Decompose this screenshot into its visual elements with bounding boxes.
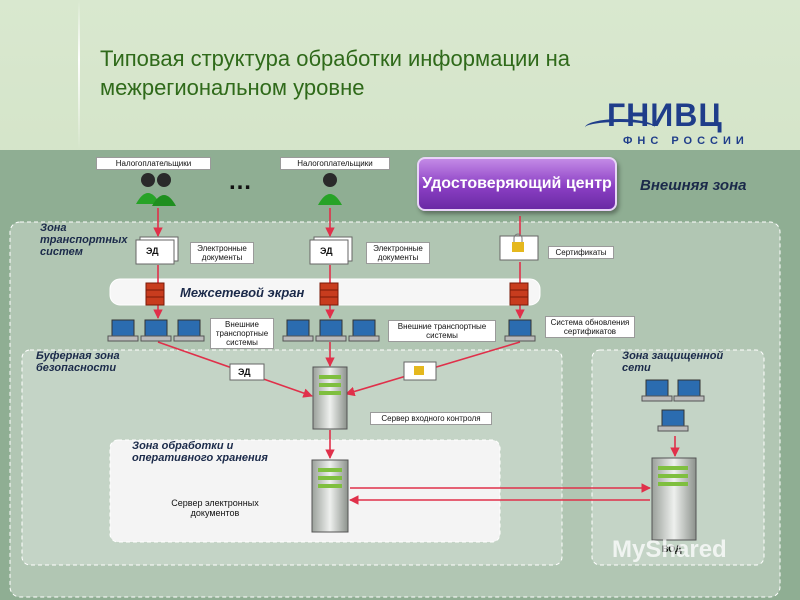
taxpayers-label-1: Налогоплательщики xyxy=(96,157,211,170)
edoc-server-icon xyxy=(311,459,349,533)
protected-zone-title: Зона защищенной сети xyxy=(622,350,724,374)
computer-icon xyxy=(315,319,347,342)
ed-label-2: ЭД xyxy=(320,246,333,256)
computer-icon xyxy=(282,319,314,342)
certs-label: Сертификаты xyxy=(548,246,614,259)
ellipsis: … xyxy=(228,168,252,195)
document-stack-icon xyxy=(135,236,179,265)
document-stack-icon xyxy=(309,236,353,265)
decorative-line xyxy=(78,0,80,150)
certificate-scroll-icon xyxy=(403,361,437,381)
external-zone-label: Внешняя зона xyxy=(640,177,747,194)
computer-icon xyxy=(504,319,536,342)
page-title: Типовая структура обработки информации н… xyxy=(100,46,571,100)
document-icon xyxy=(229,363,265,381)
computer-icon xyxy=(348,319,380,342)
taxpayer-group-icon xyxy=(136,173,176,206)
logo-subtitle: ФНС РОССИИ xyxy=(623,135,749,147)
processing-zone xyxy=(109,439,501,543)
computer-icon xyxy=(107,319,139,342)
vod-server-icon xyxy=(651,457,697,541)
computer-icon xyxy=(673,379,705,402)
edoc-server-label: Сервер электронных документов xyxy=(171,498,259,518)
logo-swoosh-icon xyxy=(585,119,655,136)
gnivc-logo: ГНИВЦ ФНС РОССИИ xyxy=(585,97,755,152)
firewall-brick-icon xyxy=(145,282,165,306)
ext-transport-label-1: Внешние транспортные системы xyxy=(210,318,274,349)
ed-label-1: ЭД xyxy=(146,246,159,256)
vod-label: ВОД xyxy=(662,544,682,554)
taxpayers-label-2: Налогоплательщики xyxy=(280,157,390,170)
logo-word: ГНИВЦ xyxy=(607,97,723,133)
processing-zone-title: Зона обработки и оперативного хранения xyxy=(132,440,268,464)
certificate-scroll-icon xyxy=(499,233,539,261)
input-server-label: Сервер входного контроля xyxy=(370,412,492,425)
certification-center: Удостоверяющий центр xyxy=(417,157,617,211)
input-server-icon xyxy=(312,366,348,430)
ed-buffer-label: ЭД xyxy=(238,367,251,377)
buffer-zone-title: Буферная зона безопасности xyxy=(36,350,120,374)
computer-icon xyxy=(140,319,172,342)
firewall-brick-icon xyxy=(509,282,529,306)
edocs-label-2: Электронные документы xyxy=(366,242,430,264)
computer-icon xyxy=(657,409,689,432)
taxpayer-icon xyxy=(318,173,342,205)
firewall-label: Межсетевой экран xyxy=(180,285,305,300)
edocs-label-1: Электронные документы xyxy=(190,242,254,264)
watermark: MyShared xyxy=(612,536,727,563)
firewall-brick-icon xyxy=(319,282,339,306)
cert-update-label: Система обновления сертификатов xyxy=(545,316,635,338)
ext-transport-label-2: Внешние транспортные системы xyxy=(388,320,496,342)
computer-icon xyxy=(173,319,205,342)
computer-icon xyxy=(641,379,673,402)
transport-zone-title: Зона транспортных систем xyxy=(40,222,128,258)
